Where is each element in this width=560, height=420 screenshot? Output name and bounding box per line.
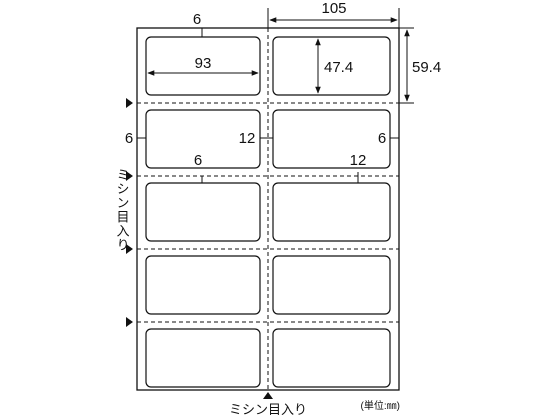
- unit-label: (単位:㎜): [361, 399, 400, 412]
- left-perforation-label: ミシン目入り: [115, 168, 130, 252]
- gutter-label: 12: [239, 130, 256, 147]
- card: [272, 182, 391, 242]
- perforation-marker-icon: [126, 244, 133, 254]
- card: [145, 36, 261, 96]
- card: [145, 328, 261, 388]
- lower-gutter-label: 12: [350, 152, 367, 169]
- perforation-marker-icon: [126, 98, 133, 108]
- left-perforation-markers: [126, 98, 133, 327]
- row-height-label: 59.4: [412, 59, 441, 76]
- card: [145, 255, 261, 315]
- right-margin-label: 6: [378, 130, 386, 147]
- card: [272, 36, 391, 96]
- card-width-label: 93: [195, 55, 212, 72]
- card-height-label: 47.4: [324, 59, 353, 76]
- perforation-marker-icon: [126, 171, 133, 181]
- card: [145, 182, 261, 242]
- card: [272, 255, 391, 315]
- horizontal-perforations: [137, 102, 399, 323]
- card-grid: [145, 36, 391, 388]
- perforation-marker-icon: [126, 317, 133, 327]
- card: [272, 328, 391, 388]
- row-gap-label: 6: [194, 152, 202, 169]
- card: [145, 109, 261, 169]
- card: [272, 109, 391, 169]
- left-margin-label: 6: [125, 130, 133, 147]
- top-margin-label: 6: [193, 11, 201, 28]
- column-width-label: 105: [321, 0, 346, 17]
- bottom-perforation-label: ミシン目入り: [229, 402, 307, 417]
- bottom-perforation-marker-icon: [263, 392, 273, 399]
